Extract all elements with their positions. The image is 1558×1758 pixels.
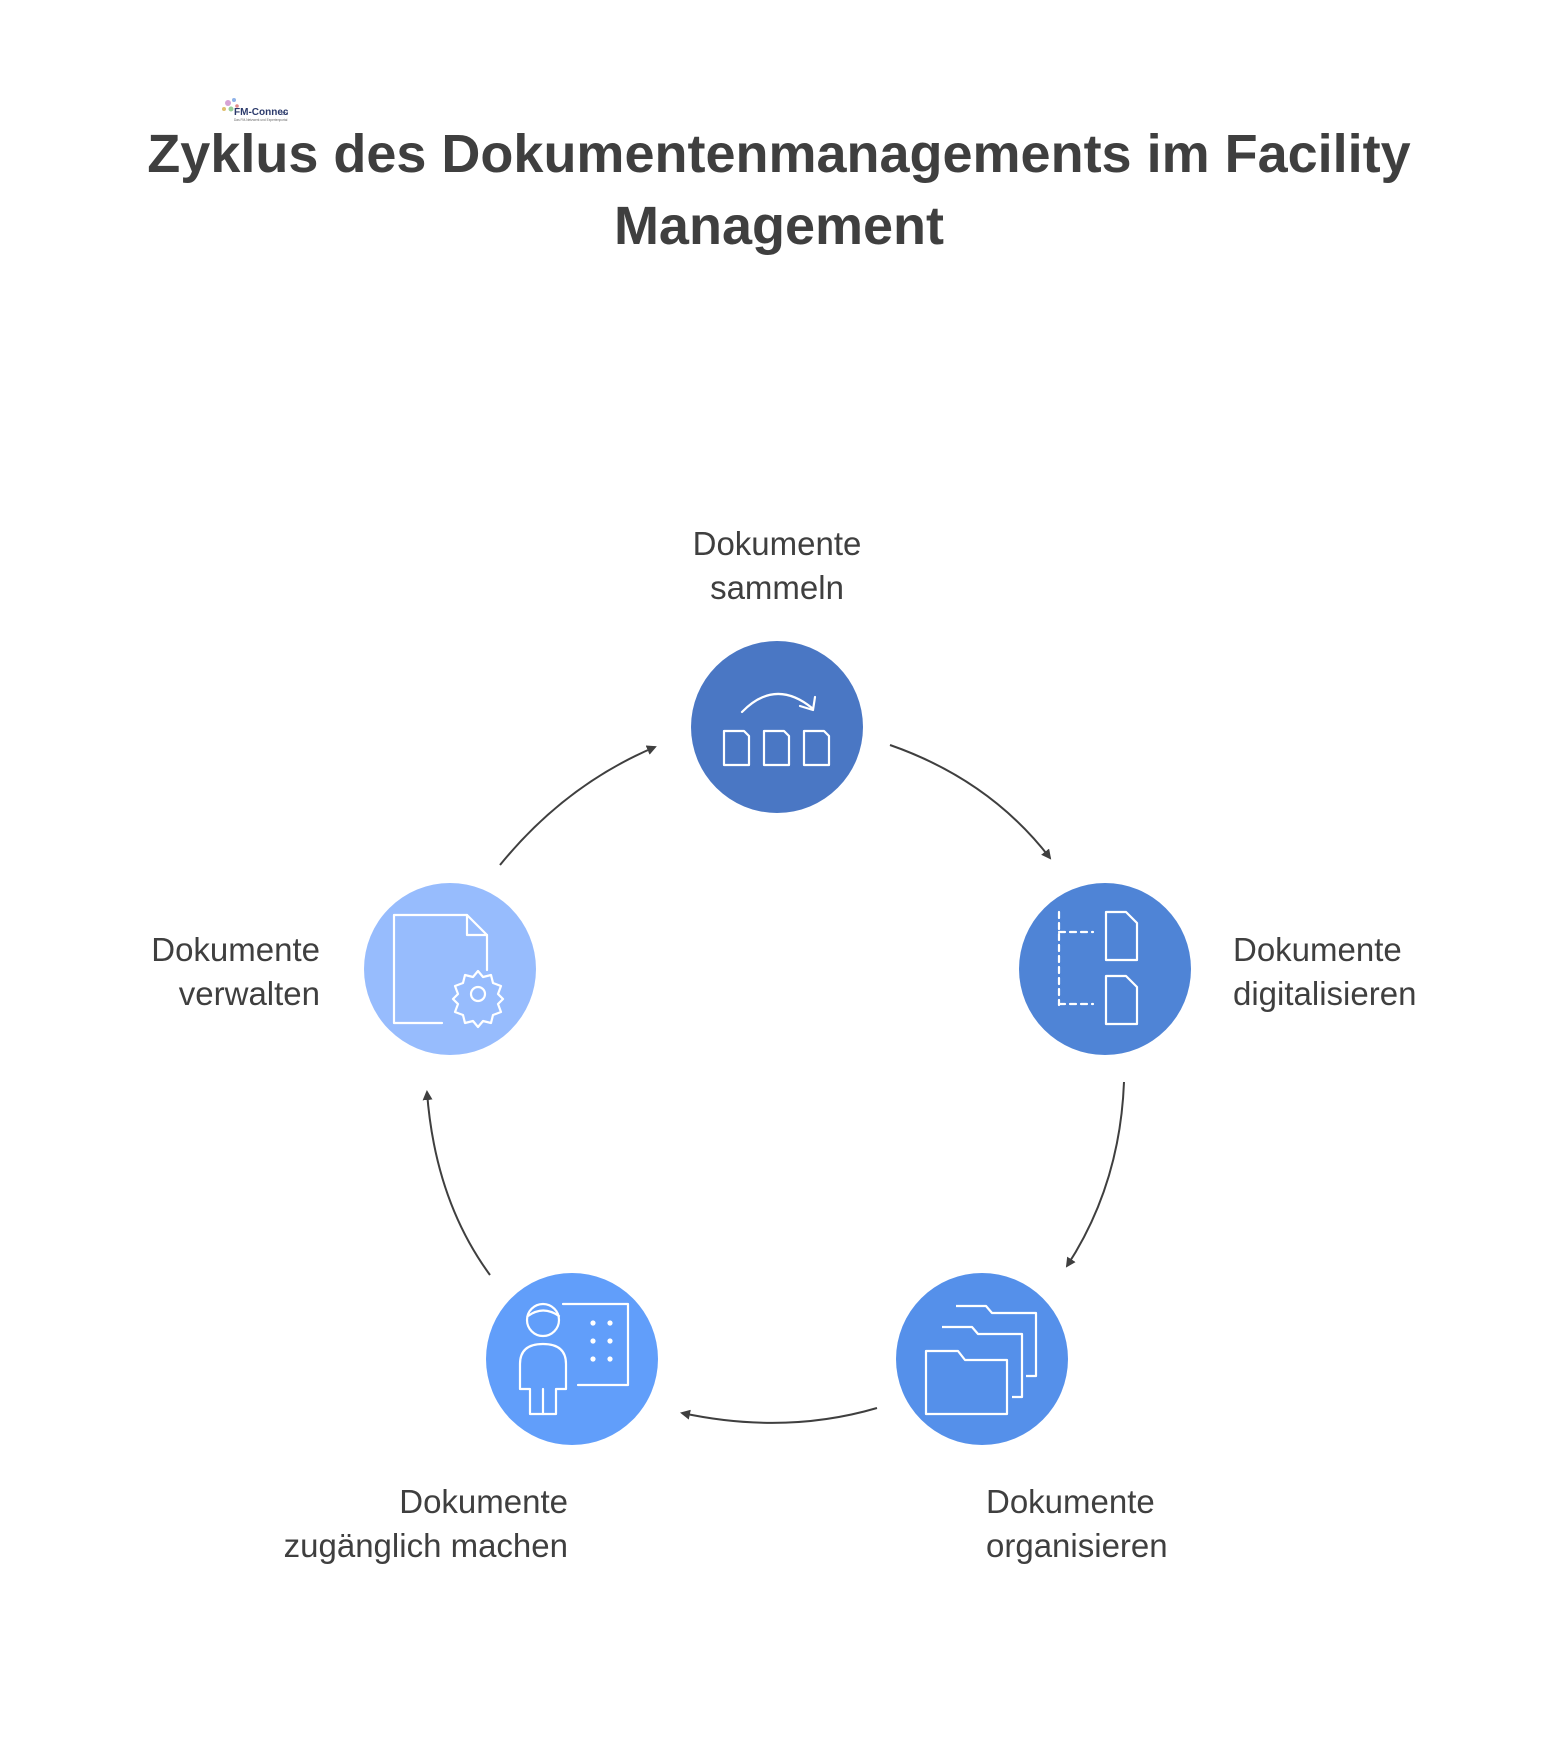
arrow-zugaenglich-to-verwalten xyxy=(422,1090,491,1276)
step-label-verwalten: Dokumente verwalten xyxy=(90,928,320,1016)
step-label-line-2: digitalisieren xyxy=(1233,975,1417,1012)
step-label-line-1: Dokumente xyxy=(692,525,862,562)
step-label-line-2: sammeln xyxy=(710,569,844,606)
presenter-board-icon xyxy=(518,1302,630,1416)
step-label-line-1: Dokumente xyxy=(399,1483,568,1520)
step-label-line-1: Dokumente xyxy=(986,1483,1155,1520)
step-label-organisieren: Dokumente organisieren xyxy=(986,1480,1246,1568)
step-label-sammeln: Dokumente sammeln xyxy=(662,522,892,610)
arrow-organisieren-to-zugaenglich xyxy=(680,1407,878,1424)
folders-icon xyxy=(924,1304,1038,1416)
rotate-documents-icon xyxy=(722,692,831,767)
step-label-zugaenglich: Dokumente zugänglich machen xyxy=(238,1480,568,1568)
step-label-line-1: Dokumente xyxy=(151,931,320,968)
node-circle-verwalten xyxy=(364,883,536,1055)
step-label-line-1: Dokumente xyxy=(1233,931,1402,968)
arrow-verwalten-to-sammeln xyxy=(499,745,657,866)
diagram-title: Zyklus des Dokumentenmanagements im Faci… xyxy=(60,118,1498,262)
svg-text:Das FM-Netzwerk und Expertenpo: Das FM-Netzwerk und Expertenportal xyxy=(234,118,288,122)
node-circle-zugaenglich xyxy=(486,1273,658,1445)
arrow-sammeln-to-digitalisieren xyxy=(889,744,1052,860)
node-circle-digitalisieren xyxy=(1019,883,1191,1055)
fm-connect-logo: FM-Connect .com Das FM-Netzwerk und Expe… xyxy=(222,98,288,122)
document-settings-icon xyxy=(392,913,505,1029)
step-label-line-2: verwalten xyxy=(178,975,320,1012)
arrow-digitalisieren-to-organisieren xyxy=(1065,1081,1125,1268)
svg-text:FM-Connect: FM-Connect xyxy=(234,107,288,118)
step-label-line-2: organisieren xyxy=(986,1527,1168,1564)
svg-text:.com: .com xyxy=(280,111,288,117)
step-label-line-2: zugänglich machen xyxy=(283,1527,568,1564)
title-line-1: Zyklus des Dokumentenmanagements im Faci… xyxy=(147,124,1411,184)
document-tree-icon xyxy=(1057,910,1139,1026)
step-label-digitalisieren: Dokumente digitalisieren xyxy=(1233,928,1493,1016)
node-circle-sammeln xyxy=(691,641,863,813)
title-line-2: Management xyxy=(613,196,945,256)
